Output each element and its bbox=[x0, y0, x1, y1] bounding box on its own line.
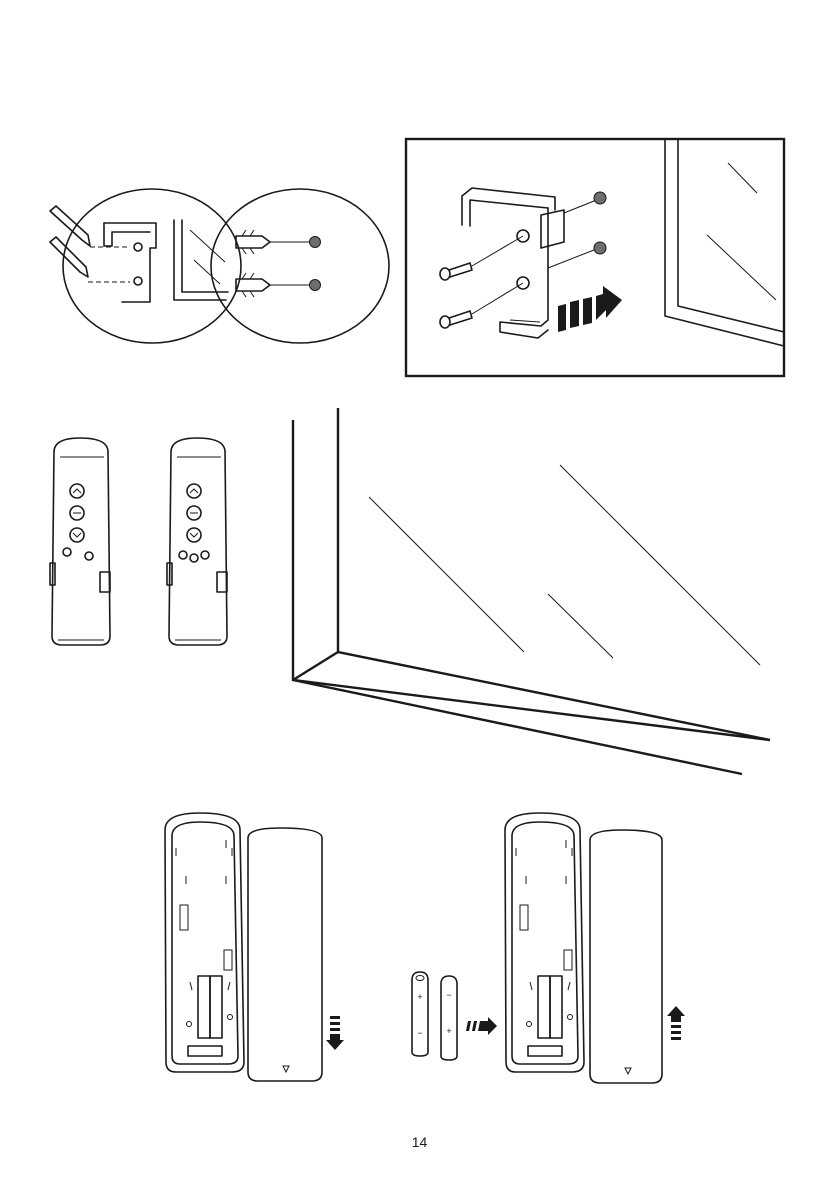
remote-control-multi-channel bbox=[167, 438, 227, 645]
window-frame bbox=[293, 408, 770, 774]
wall-plugs-detail bbox=[211, 189, 389, 343]
page-number: 14 bbox=[0, 1134, 839, 1150]
battery-plus-label: + bbox=[417, 992, 422, 1002]
screw-icon bbox=[440, 236, 523, 280]
battery-minus-label: − bbox=[446, 990, 451, 1000]
screw-icon bbox=[440, 283, 523, 328]
wall-plug-icon bbox=[236, 273, 321, 297]
arrow-down-icon bbox=[326, 1016, 344, 1050]
arrow-right-icon bbox=[466, 1017, 497, 1035]
battery-minus-label: − bbox=[417, 1028, 422, 1038]
battery-plus-label: + bbox=[446, 1026, 451, 1036]
step-mark-and-plug bbox=[50, 189, 389, 343]
step-remote-placement bbox=[50, 408, 770, 774]
bracket-marking-detail bbox=[50, 189, 241, 343]
arrow-right-icon bbox=[558, 286, 622, 332]
battery-cover bbox=[248, 828, 322, 1081]
wall-plug-icon bbox=[236, 230, 321, 254]
aa-battery: + − bbox=[412, 972, 428, 1056]
step-screw-holder bbox=[406, 139, 784, 376]
remote-battery-compartment bbox=[165, 813, 244, 1072]
step-batteries: + − − + bbox=[165, 813, 685, 1083]
arrow-up-icon bbox=[667, 1006, 685, 1040]
remote-control-3-button bbox=[50, 438, 110, 645]
remote-battery-compartment bbox=[505, 813, 584, 1072]
aa-battery: − + bbox=[441, 976, 457, 1060]
battery-cover bbox=[590, 830, 662, 1083]
